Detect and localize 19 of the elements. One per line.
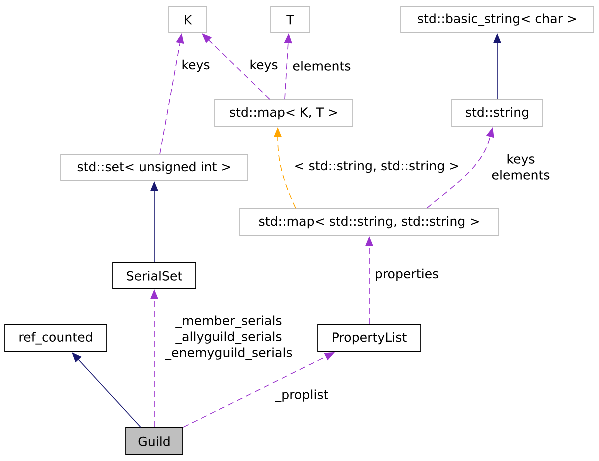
edge-label: elements: [292, 60, 352, 72]
class-box: std::basic_string< char >: [400, 6, 594, 34]
class-box: std::map< K, T >: [214, 100, 354, 128]
edge-label: _proplist: [274, 388, 330, 404]
edge-label: keys elements: [488, 153, 554, 181]
class-box: Guild: [126, 428, 184, 456]
edge-label: < std::string, std::string >: [293, 160, 461, 174]
class-box: std::string: [452, 100, 544, 128]
class-box: std::map< std::string, std::string >: [240, 208, 500, 236]
edge-label: keys: [180, 58, 212, 74]
class-box: T: [270, 6, 310, 34]
class-box: PropertyList: [318, 324, 422, 352]
class-box: SerialSet: [112, 262, 196, 290]
edge-label: _member_serials _allyguild_serials _enemyguild_serials: [158, 314, 300, 362]
class-box: ref_counted: [4, 324, 108, 352]
edge-label: keys: [248, 58, 280, 74]
edge-label: properties: [374, 268, 440, 282]
class-box: K: [168, 6, 208, 34]
class-box: std::set< unsigned int >: [60, 154, 248, 182]
